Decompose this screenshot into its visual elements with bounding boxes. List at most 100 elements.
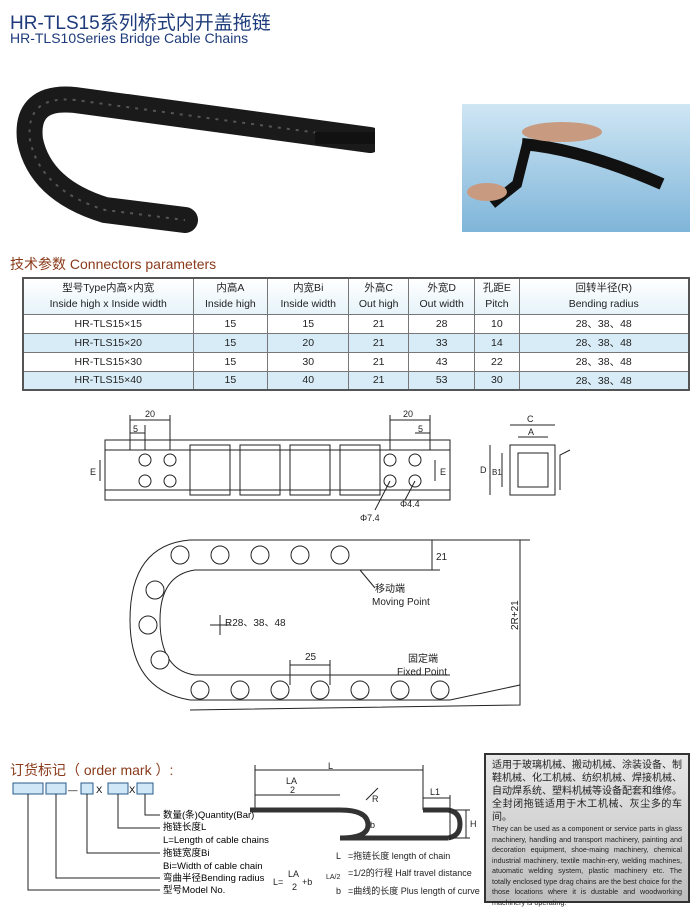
legend-la-symbol: LA/2 xyxy=(326,874,341,881)
table-cell: 21 xyxy=(348,370,410,391)
dim-5-right: 5 xyxy=(418,424,423,434)
dim-2r-21: 2R+21 xyxy=(510,600,521,630)
dash-separator: — xyxy=(68,785,78,796)
diag-two: 2 xyxy=(290,785,295,795)
dim-e-left: E xyxy=(90,467,96,477)
table-cell: 28、38、48 xyxy=(518,351,690,372)
fixed-point-cn: 固定端 xyxy=(408,652,438,665)
table-cell: 30 xyxy=(474,370,520,391)
table-cell: 15 xyxy=(192,332,269,353)
model-no-label: 型号Model No. xyxy=(163,885,225,896)
dim-e-right: E xyxy=(440,467,446,477)
dim-phi-4-4: Φ4.4 xyxy=(400,499,420,509)
table-cell: 28、38、48 xyxy=(518,313,690,334)
formula-plus-b: +b xyxy=(302,877,312,887)
quantity-label: 数量(条)Quantity(Bar) xyxy=(163,809,254,821)
table-cell: 28 xyxy=(408,313,476,334)
quantity-box xyxy=(136,782,154,795)
section-heading-order-mark: 订货标记（ order mark ）: xyxy=(10,762,174,778)
table-cell: 22 xyxy=(474,351,520,372)
length-box xyxy=(107,782,129,795)
section-heading-parameters: 技术参数 Connectors parameters xyxy=(10,256,217,272)
table-cell: 15 xyxy=(192,313,269,334)
dim-20-right: 20 xyxy=(403,409,413,419)
table-cell: HR-TLS15×20 xyxy=(22,332,194,353)
diag-l1: L1 xyxy=(430,787,440,797)
chain-bend-drawing: 21 移动端 Moving Point R28、38、48 2R+21 25 固… xyxy=(129,539,530,711)
width-label-en: Bi=Width of cable chain xyxy=(163,861,263,872)
fixed-point-en: Fixed Point xyxy=(397,667,447,678)
table-cell: 28、38、48 xyxy=(518,332,690,353)
end-view-drawing: C A D B1 xyxy=(480,414,571,496)
table-cell: 33 xyxy=(408,332,476,353)
product-chain-image xyxy=(16,86,375,233)
diag-h: H xyxy=(470,819,477,829)
model-box xyxy=(12,782,44,795)
width-box xyxy=(80,782,94,795)
width-label-cn: 拖链宽度Bi xyxy=(163,847,209,859)
table-cell: 20 xyxy=(267,332,350,353)
legend-la-text: =1/2的行程 Half travel distance xyxy=(348,867,472,878)
dim-25: 25 xyxy=(305,652,317,663)
moving-point-cn: 移动端 xyxy=(375,582,405,595)
table-cell: 53 xyxy=(408,370,476,391)
dim-b1: B1 xyxy=(492,468,502,477)
dim-d: D xyxy=(480,465,487,475)
diag-la: LA xyxy=(286,776,297,786)
table-cell: 21 xyxy=(348,332,410,353)
table-cell: 14 xyxy=(474,332,520,353)
table-cell: 21 xyxy=(348,351,410,372)
moving-point-en: Moving Point xyxy=(372,597,430,608)
radius-box xyxy=(45,782,67,795)
page-title: HR-TLS15系列桥式内开盖拖链 xyxy=(10,13,271,34)
page-subtitle: HR-TLS10Series Bridge Cable Chains xyxy=(10,30,249,46)
table-cell: 15 xyxy=(267,313,350,334)
x-separator: X xyxy=(129,785,136,796)
table-cell: 30 xyxy=(267,351,350,372)
table-cell: 15 xyxy=(192,351,269,372)
legend-l-text: =拖链长度 length of chain xyxy=(348,850,450,861)
order-mark-diagram: — X X 数量(条)Quantity(Bar) 拖链长度L L=Length … xyxy=(12,782,269,896)
info-text-cn: 适用于玻璃机械、搬动机械、涂装设备、制鞋机械、化工机械、纺织机械、焊接机械、自动… xyxy=(492,760,682,823)
dim-a: A xyxy=(528,427,534,437)
link-pattern xyxy=(138,444,422,496)
dim-radius: R28、38、48 xyxy=(225,618,286,629)
hand-opening-chain-image xyxy=(467,122,665,208)
legend-b-symbol: b xyxy=(336,886,341,896)
table-cell: HR-TLS15×15 xyxy=(22,313,194,334)
dim-20-left: 20 xyxy=(145,409,155,419)
application-info-box: 适用于玻璃机械、搬动机械、涂装设备、制鞋机械、化工机械、纺织机械、焊接机械、自动… xyxy=(484,753,690,907)
travel-diagram: L LA 2 R b L1 H L= LA 2 +b L =拖链长度 lengt… xyxy=(250,761,480,896)
table-cell: 40 xyxy=(267,370,350,391)
x-separator: X xyxy=(96,785,103,796)
table-cell: 10 xyxy=(474,313,520,334)
legend-l-symbol: L xyxy=(336,851,341,861)
diag-b: b xyxy=(370,820,375,830)
dim-phi-7-4: Φ7.4 xyxy=(360,513,380,523)
legend-b-text: =曲线的长度 Plus length of curve xyxy=(348,885,480,896)
formula-la: LA xyxy=(288,869,299,879)
table-cell: 15 xyxy=(192,370,269,391)
dim-21: 21 xyxy=(436,552,448,563)
formula-l: L= xyxy=(273,877,283,887)
dim-c: C xyxy=(527,414,534,424)
dim-5-left: 5 xyxy=(133,424,138,434)
table-cell: HR-TLS15×30 xyxy=(22,351,194,372)
formula: L= LA 2 +b xyxy=(273,869,312,892)
length-label-en: L=Length of cable chains xyxy=(163,835,269,846)
col-header-bending-radius: 回转半径(R)Bending radius xyxy=(518,277,690,315)
table-cell: HR-TLS15×40 xyxy=(22,370,194,391)
bending-radius-label: 弯曲半径Bending radius xyxy=(163,872,265,884)
usage-photo xyxy=(462,104,690,232)
length-label-cn: 拖链长度L xyxy=(163,821,206,833)
